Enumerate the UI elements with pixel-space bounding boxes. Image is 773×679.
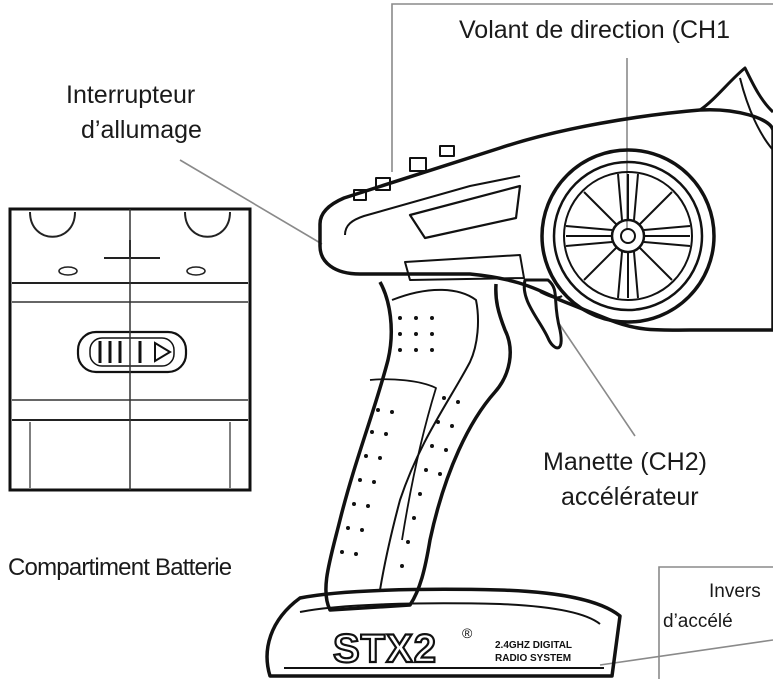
throttle-leader (557, 321, 636, 437)
grip-texture-dots (340, 316, 460, 568)
brand-subtitle-1: 2.4GHZ DIGITAL (495, 640, 572, 651)
brand-registered: ® (462, 625, 473, 641)
brand-model: STX2 (333, 627, 437, 671)
brand-subtitle-2: RADIO SYSTEM (495, 653, 571, 664)
reverse-callout-line (658, 566, 773, 679)
steering-wheel-label: Volant de direction (CH1 (459, 16, 730, 44)
throttle-label-1: Manette (CH2) (543, 448, 707, 476)
battery-compartment-label: Compartiment Batterie (8, 554, 232, 581)
steering-callout-line (391, 3, 773, 172)
callout-lines (179, 3, 773, 679)
reverse-leader (599, 639, 773, 666)
power-switch-label-2: d’allumage (81, 116, 202, 144)
reverse-label-2: d’accélé (663, 611, 733, 632)
switch-inset (8, 207, 252, 492)
throttle-label-2: accélérateur (561, 483, 699, 511)
switch-leader (179, 159, 323, 245)
brand-plate: STX2 ® 2.4GHZ DIGITAL RADIO SYSTEM (332, 625, 572, 672)
power-switch-label-1: Interrupteur (66, 81, 196, 109)
reverse-label-1: Invers (709, 581, 761, 602)
